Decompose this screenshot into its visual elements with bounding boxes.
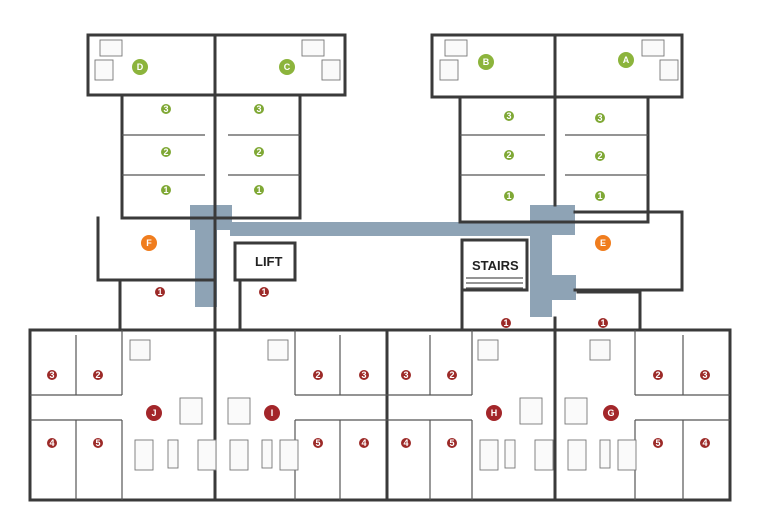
svg-text:E: E	[600, 238, 606, 248]
svg-text:5: 5	[95, 438, 100, 448]
svg-text:A: A	[623, 55, 630, 65]
svg-text:I: I	[271, 408, 274, 418]
room-marker-red: 4	[359, 438, 369, 448]
room-marker-green: 1	[595, 191, 605, 201]
svg-text:3: 3	[361, 370, 366, 380]
svg-text:3: 3	[49, 370, 54, 380]
furniture	[94, 39, 679, 471]
svg-text:5: 5	[449, 438, 454, 448]
corridor-area	[190, 205, 576, 317]
flat-marker-i: I	[264, 405, 280, 421]
room-marker-green: 2	[504, 150, 514, 160]
room-marker-red: 3	[47, 370, 57, 380]
svg-text:2: 2	[163, 147, 168, 157]
room-marker-red: 2	[447, 370, 457, 380]
svg-text:1: 1	[261, 287, 266, 297]
flat-marker-g: G	[603, 405, 619, 421]
svg-text:F: F	[146, 238, 152, 248]
svg-text:2: 2	[655, 370, 660, 380]
room-marker-red: 5	[313, 438, 323, 448]
svg-text:1: 1	[157, 287, 162, 297]
svg-text:J: J	[151, 408, 156, 418]
svg-text:2: 2	[256, 147, 261, 157]
room-marker-green: 1	[504, 191, 514, 201]
svg-text:3: 3	[702, 370, 707, 380]
svg-text:3: 3	[403, 370, 408, 380]
svg-text:1: 1	[503, 318, 508, 328]
room-marker-red: 4	[700, 438, 710, 448]
room-marker-red: 1	[155, 287, 165, 297]
svg-text:1: 1	[597, 191, 602, 201]
room-marker-green: 2	[595, 151, 605, 161]
svg-text:1: 1	[163, 185, 168, 195]
room-marker-red: 4	[401, 438, 411, 448]
svg-text:3: 3	[256, 104, 261, 114]
svg-text:3: 3	[163, 104, 168, 114]
flat-marker-f: F	[141, 235, 157, 251]
flat-marker-e: E	[595, 235, 611, 251]
room-marker-red: 1	[501, 318, 511, 328]
svg-text:H: H	[491, 408, 498, 418]
room-marker-green: 3	[504, 111, 514, 121]
svg-text:1: 1	[600, 318, 605, 328]
room-marker-green: 1	[161, 185, 171, 195]
room-marker-red: 3	[401, 370, 411, 380]
svg-text:C: C	[284, 62, 291, 72]
room-marker-red: 3	[700, 370, 710, 380]
flat-marker-c: C	[279, 59, 295, 75]
room-marker-red: 5	[653, 438, 663, 448]
room-marker-red: 2	[313, 370, 323, 380]
svg-text:2: 2	[597, 151, 602, 161]
stairs-treads	[466, 277, 523, 289]
svg-text:G: G	[607, 408, 614, 418]
room-marker-red: 1	[598, 318, 608, 328]
room-marker-green: 3	[254, 104, 264, 114]
room-marker-red: 5	[447, 438, 457, 448]
room-marker-green: 3	[595, 113, 605, 123]
lift-label: LIFT	[255, 254, 282, 269]
flat-marker-j: J	[146, 405, 162, 421]
svg-text:5: 5	[315, 438, 320, 448]
svg-text:D: D	[137, 62, 144, 72]
svg-text:2: 2	[315, 370, 320, 380]
room-marker-red: 1	[259, 287, 269, 297]
room-marker-red: 3	[359, 370, 369, 380]
svg-text:1: 1	[256, 185, 261, 195]
svg-text:2: 2	[95, 370, 100, 380]
svg-text:4: 4	[49, 438, 54, 448]
flat-marker-b: B	[478, 54, 494, 70]
room-marker-green: 2	[161, 147, 171, 157]
svg-text:5: 5	[655, 438, 660, 448]
flat-marker-h: H	[486, 405, 502, 421]
svg-text:4: 4	[361, 438, 366, 448]
svg-text:2: 2	[449, 370, 454, 380]
svg-text:B: B	[483, 57, 490, 67]
room-marker-red: 4	[47, 438, 57, 448]
room-marker-green: 3	[161, 104, 171, 114]
bottom-partitions	[30, 330, 730, 500]
svg-text:3: 3	[506, 111, 511, 121]
room-marker-green: 2	[254, 147, 264, 157]
room-marker-red: 5	[93, 438, 103, 448]
flat-marker-a: A	[618, 52, 634, 68]
room-marker-green: 1	[254, 185, 264, 195]
room-marker-red: 2	[653, 370, 663, 380]
building-walls	[28, 33, 732, 502]
stairs-label: STAIRS	[472, 258, 519, 273]
svg-text:4: 4	[702, 438, 707, 448]
svg-text:2: 2	[506, 150, 511, 160]
svg-text:3: 3	[597, 113, 602, 123]
svg-text:1: 1	[506, 191, 511, 201]
svg-text:4: 4	[403, 438, 408, 448]
room-marker-red: 2	[93, 370, 103, 380]
flat-marker-d: D	[132, 59, 148, 75]
